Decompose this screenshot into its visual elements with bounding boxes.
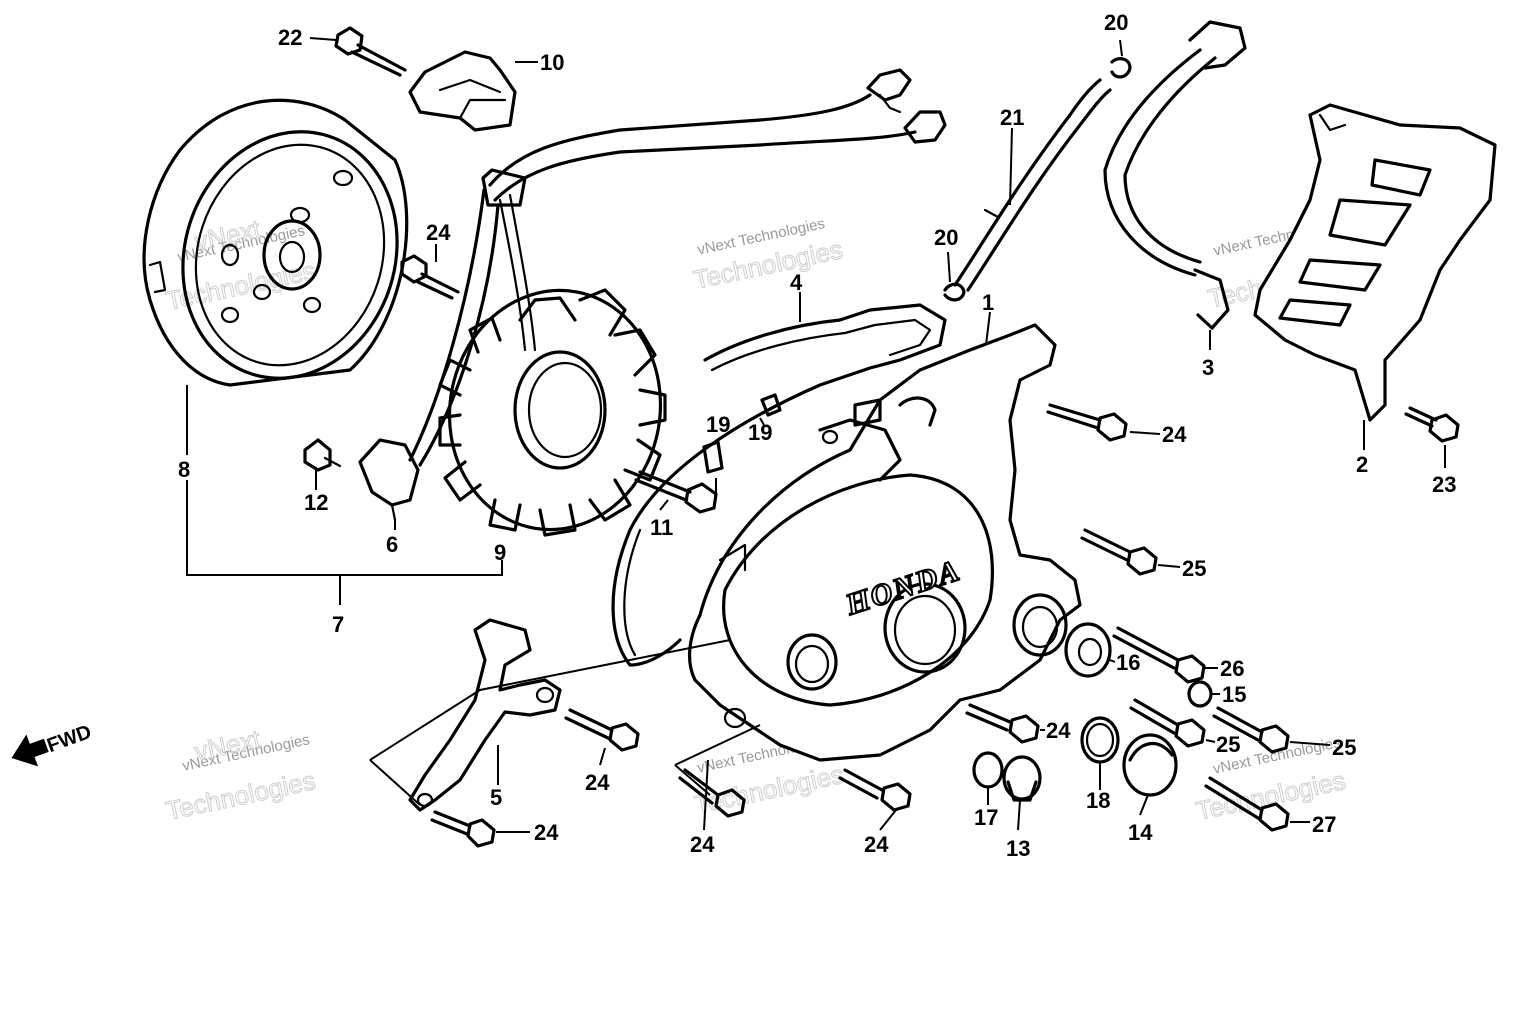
bolt-24 [430, 810, 496, 848]
bolt-25 [1212, 706, 1290, 754]
callout-27: 27 [1312, 812, 1336, 837]
callout-25: 25 [1332, 735, 1356, 760]
screw-12 [303, 438, 342, 472]
callout-17: 17 [974, 805, 998, 830]
bolt-24 [1046, 403, 1128, 442]
callout-24: 24 [585, 770, 610, 795]
guard-bracket [1103, 20, 1247, 330]
shift-bracket [408, 618, 562, 812]
watermark-text: vNext [192, 724, 264, 767]
fwd-label: FWD [44, 721, 94, 757]
callout-25: 25 [1216, 732, 1240, 757]
callout-22: 22 [278, 25, 302, 50]
callout-26: 26 [1220, 656, 1244, 681]
callout-14: 14 [1128, 820, 1153, 845]
hole-cap [1122, 733, 1178, 797]
callout-6: 6 [386, 532, 398, 557]
callout-18: 18 [1086, 788, 1110, 813]
bolt-22 [334, 26, 407, 77]
callout-10: 10 [540, 50, 564, 75]
callout-25: 25 [1182, 556, 1206, 581]
callout-24: 24 [1162, 422, 1187, 447]
fwd-arrow: FWD [11, 721, 94, 767]
callout-20: 20 [934, 225, 958, 250]
callout-16: 16 [1116, 650, 1140, 675]
bolt-26 [1112, 626, 1206, 684]
callout-7: 7 [332, 612, 344, 637]
callout-12: 12 [304, 490, 328, 515]
bolt-27 [1204, 776, 1290, 832]
callout-4: 4 [790, 270, 803, 295]
wire-harness [408, 68, 947, 467]
callout-23: 23 [1432, 472, 1456, 497]
callout-13: 13 [1006, 836, 1030, 861]
o-ring-small [972, 751, 1004, 789]
callout-20: 20 [1104, 10, 1128, 35]
callout-24: 24 [690, 832, 715, 857]
callout-24: 24 [864, 832, 889, 857]
callout-19: 19 [748, 420, 772, 445]
bolt-24 [838, 768, 912, 812]
callout-21: 21 [1000, 105, 1024, 130]
callout-8: 8 [178, 457, 190, 482]
bolt-25 [1080, 528, 1158, 576]
bolt-11 [634, 470, 718, 514]
callout-1: 1 [982, 290, 994, 315]
bolt-25 [1129, 698, 1206, 748]
callout-15: 15 [1222, 682, 1246, 707]
callout-2: 2 [1356, 452, 1368, 477]
callout-11: 11 [650, 515, 673, 540]
sprocket-cover [1253, 103, 1497, 422]
callout-24: 24 [1046, 718, 1071, 743]
watermark-text: vNext [192, 214, 264, 257]
crankcase-cover: HONDA [688, 323, 1082, 762]
crankcase-gasket [611, 303, 947, 667]
pulse-generator [358, 438, 420, 522]
callout-5: 5 [490, 785, 502, 810]
o-ring [1080, 716, 1120, 764]
bolt-24-upper [400, 254, 460, 300]
wire-clamp [408, 50, 517, 132]
callout-19: 19 [706, 412, 730, 437]
dowel-pin [702, 393, 782, 474]
bolt-23 [1404, 406, 1460, 443]
callout-24: 24 [426, 220, 451, 245]
breather-tube [953, 78, 1112, 292]
flywheel-rotor [142, 98, 409, 387]
callout-numbers: 22 10 24 8 12 6 9 7 11 4 1 19 19 20 21 2… [178, 10, 1456, 861]
leader-lines [186, 37, 1446, 833]
callout-24: 24 [534, 820, 559, 845]
bolt-24 [564, 708, 640, 752]
callout-3: 3 [1202, 355, 1214, 380]
timing-plug [1002, 755, 1042, 802]
oil-seal [1064, 622, 1112, 678]
tube-clip [943, 57, 1132, 302]
stator [438, 288, 667, 537]
callout-9: 9 [494, 540, 506, 565]
bolt-24 [965, 703, 1040, 744]
washer [1187, 680, 1213, 708]
